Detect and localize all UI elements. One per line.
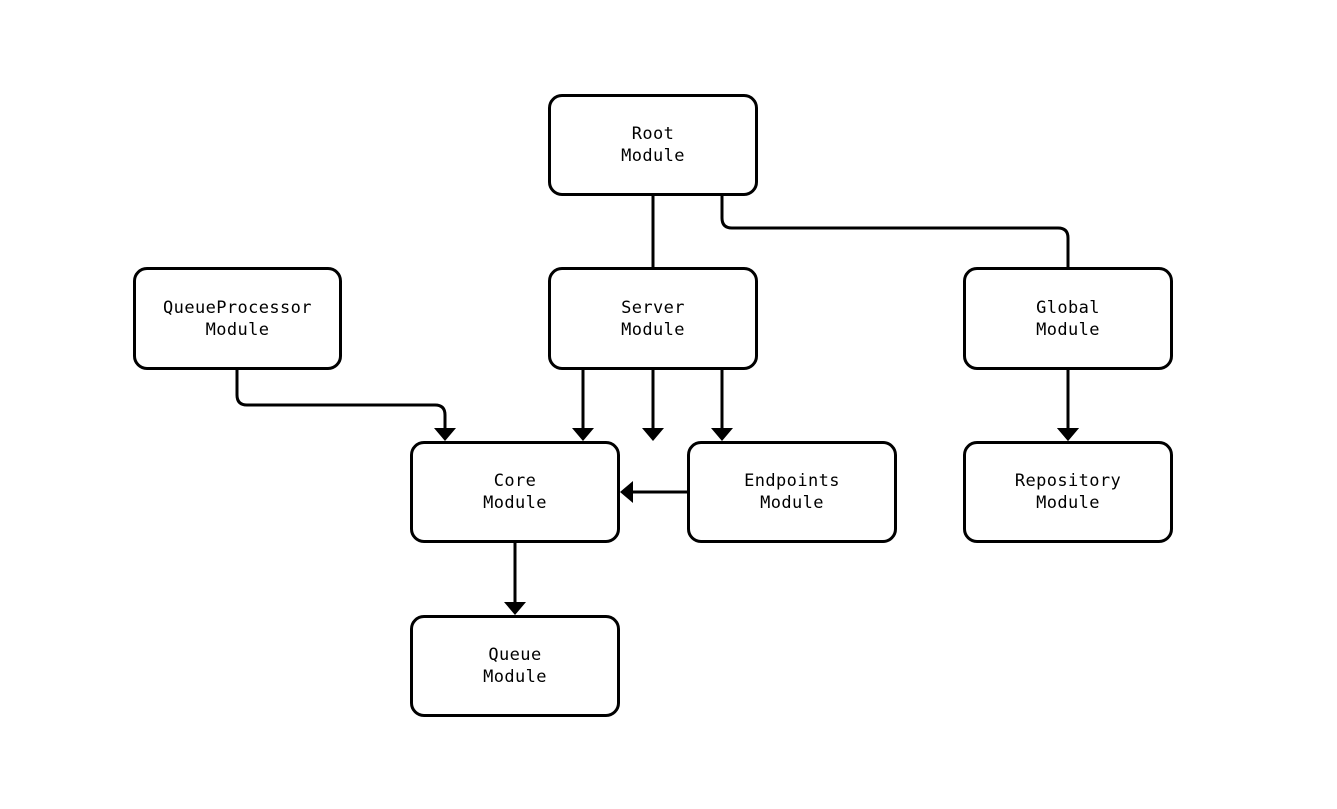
node-label-line1: Core — [493, 471, 537, 491]
node-label-line1: Server — [621, 297, 685, 318]
node-label-line2: Module — [205, 319, 270, 340]
node-label-line2: Module — [760, 493, 824, 513]
node-label-line1: QueueProcessor — [163, 297, 312, 318]
node-label-line2: Module — [621, 146, 685, 166]
node-label-line2: Module — [621, 319, 685, 340]
node-label-line1: Endpoints — [744, 471, 840, 491]
node-label-line2: Module — [1036, 319, 1100, 340]
node-label-line1: Repository — [1014, 471, 1122, 491]
node-label-line1: Root — [631, 124, 675, 144]
node-label-line1: Global — [1036, 297, 1100, 318]
node-label-line1: Queue — [488, 645, 542, 665]
node-label-line2: Module — [1036, 493, 1100, 513]
node-label-line2: Module — [483, 493, 547, 513]
node-label-line2: Module — [483, 667, 547, 687]
